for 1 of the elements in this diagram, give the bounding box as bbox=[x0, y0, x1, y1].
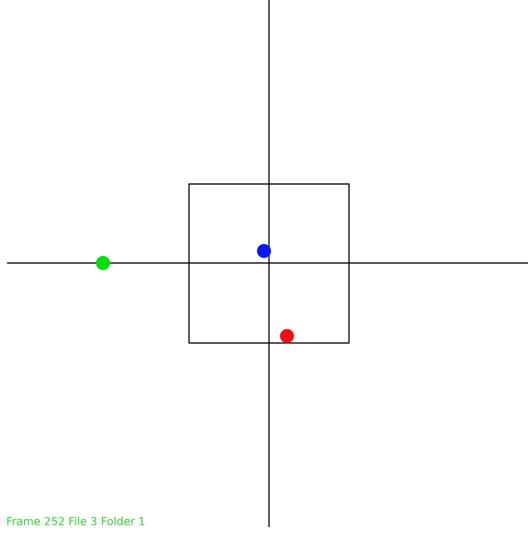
status-text: Frame 252 File 3 Folder 1 bbox=[7, 516, 144, 526]
